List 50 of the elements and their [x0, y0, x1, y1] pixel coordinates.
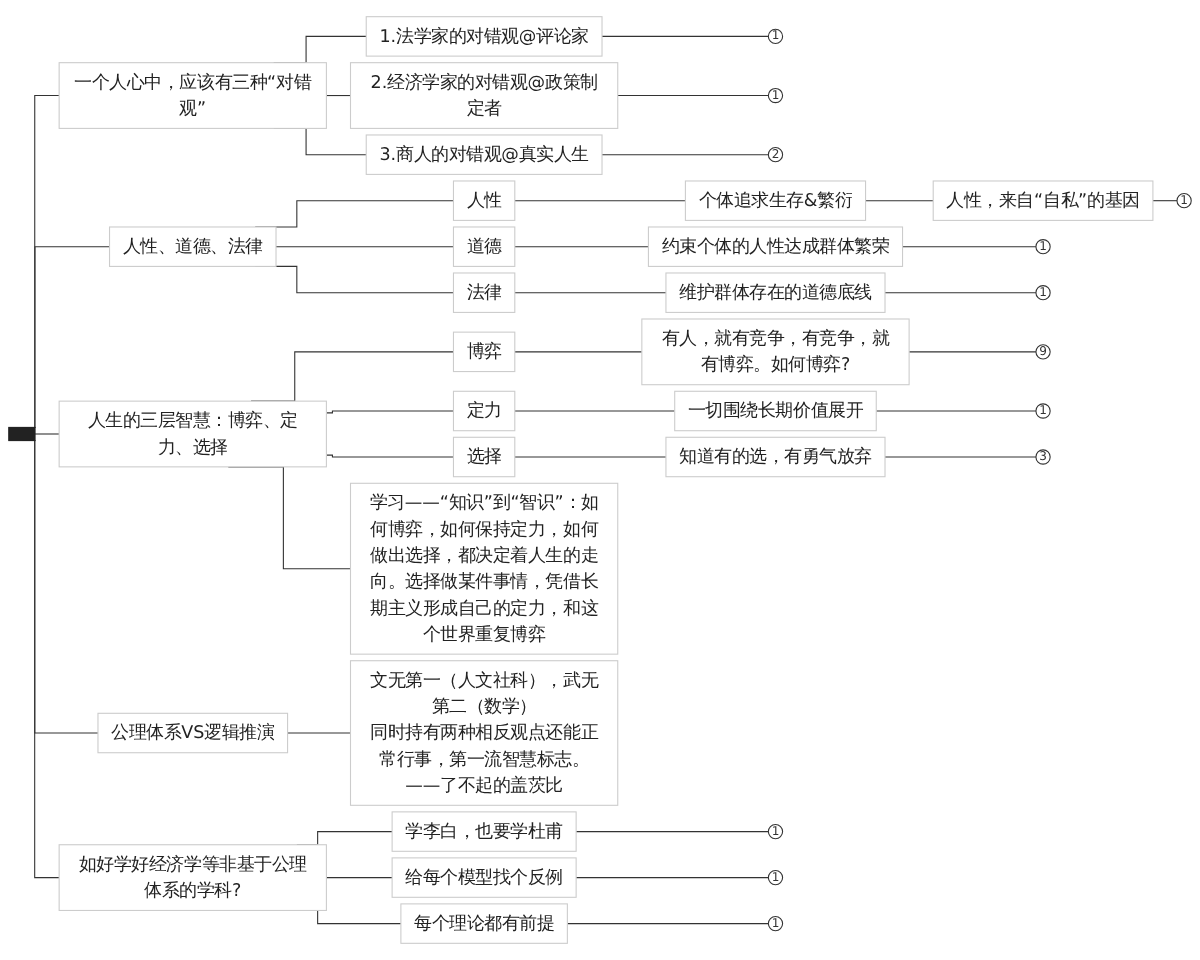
connector [902, 246, 1037, 248]
node-box: 法律 [452, 272, 516, 313]
connector [566, 923, 769, 925]
connector [325, 410, 454, 414]
node-box: 每个理论都有前提 [400, 903, 568, 944]
node-box: 如好学好经济学等非基于公理体系的学科? [58, 844, 327, 911]
connector [875, 410, 1037, 412]
connector [325, 877, 393, 879]
connector [575, 831, 769, 833]
node-box: 人生的三层智慧：博弈、定力、选择 [58, 400, 327, 468]
connector [514, 292, 667, 294]
connector [617, 95, 769, 97]
connector [275, 246, 454, 248]
node-box: 有人，就有竞争，有竞争，就有博弈。如何博弈? [641, 318, 910, 386]
node-box: 文无第一（人文社科），武无第二（数学） 同时持有两种相反观点还能正常行事，第一流智慧标志。——了不起的盖茨比 [349, 660, 619, 806]
node-box: 知道有的选，有勇气放弃 [665, 436, 886, 478]
connector [601, 154, 769, 156]
node-box: 个体追求生存&繁衍 [684, 180, 867, 221]
connector [884, 292, 1037, 294]
node-box: 一切围绕长期价值展开 [674, 390, 877, 432]
node-box: 一个人心中，应该有三种“对错观” [58, 62, 327, 129]
connector [514, 351, 643, 353]
connector [325, 95, 352, 97]
connector [1152, 200, 1178, 202]
connector [575, 877, 769, 879]
node-box: 2.经济学家的对错观@政策制定者 [349, 62, 619, 129]
node-box: 人性 [452, 180, 516, 221]
node-box: 选择 [452, 436, 516, 478]
node-box: 人性，来自“自私”的基因 [932, 180, 1154, 221]
node-box: 人性、道德、法律 [109, 226, 277, 267]
connector [908, 351, 1037, 353]
node-box: 学李白，也要学杜甫 [391, 811, 577, 852]
node-box: 公理体系VS逻辑推演 [97, 712, 289, 754]
node-box: 定力 [452, 390, 516, 432]
node-box: 学习——“知识”到“智识”：如何博弈，如何保持定力，如何做出选择，都决定着人生的走向。选择做某件事情，凭借长期主义形成自己的定力，和这个世界重复博弈 [349, 482, 619, 655]
connector [865, 200, 934, 202]
node-bar [8, 426, 36, 442]
connector [514, 200, 686, 202]
connector [325, 454, 454, 458]
connector [514, 246, 649, 248]
node-box: 维护群体存在的道德底线 [665, 272, 886, 313]
connector [34, 433, 60, 435]
node-box: 约束个体的人性达成群体繁荣 [647, 226, 904, 267]
node-box: 给每个模型找个反例 [391, 857, 577, 898]
node-box: 1.法学家的对错观@评论家 [365, 16, 603, 57]
connector [601, 35, 769, 37]
node-box: 博弈 [452, 331, 516, 373]
node-box: 道德 [452, 226, 516, 267]
node-box: 3.商人的对错观@真实人生 [365, 134, 603, 175]
connector [884, 456, 1037, 458]
